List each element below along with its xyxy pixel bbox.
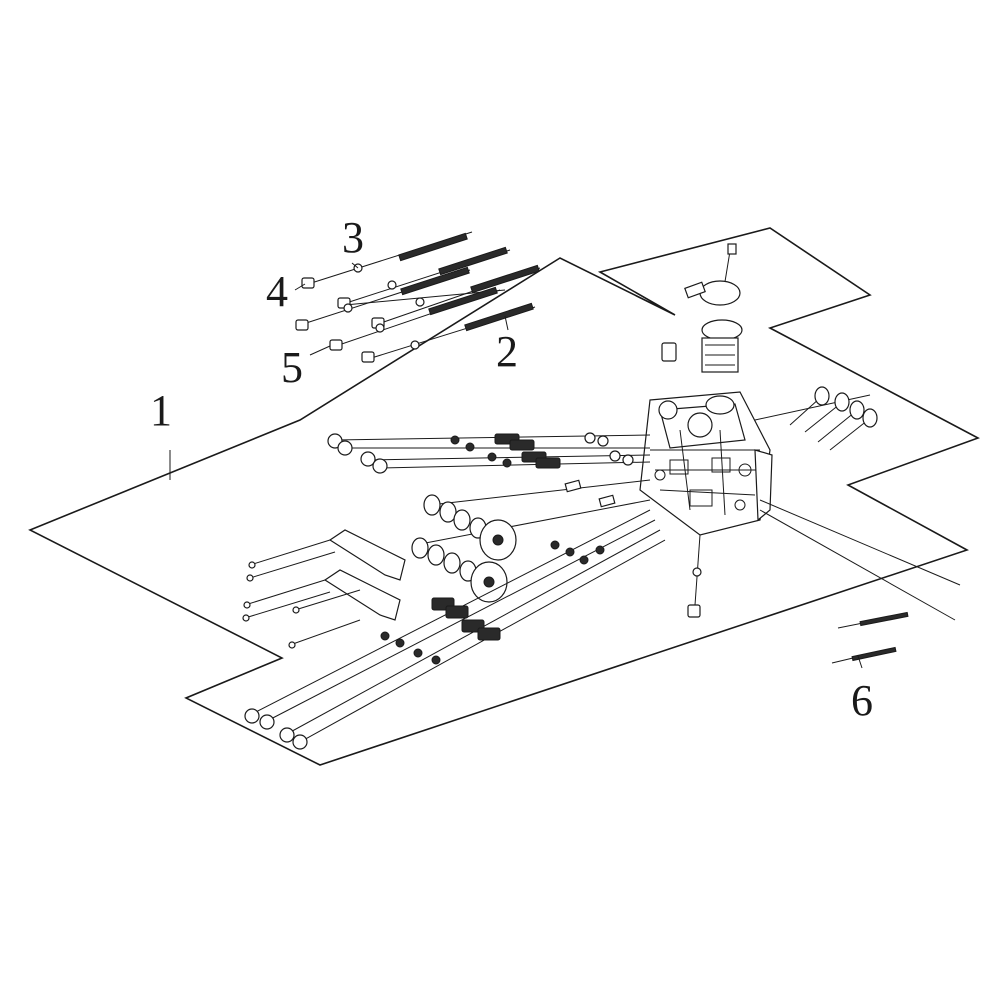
callout-leaders xyxy=(169,262,863,669)
upper-valve-train xyxy=(327,432,651,474)
valves-upper-right xyxy=(754,386,878,451)
camshafts xyxy=(411,479,651,603)
callout-5: 5 xyxy=(281,343,303,392)
lower-bolt xyxy=(687,534,702,618)
head-bolts-group xyxy=(295,231,541,363)
lower-valve-train xyxy=(244,509,666,750)
callout-6: 6 xyxy=(851,676,873,725)
cylinder-head-block xyxy=(639,391,773,536)
callout-4: 4 xyxy=(266,267,288,316)
callout-1: 1 xyxy=(150,386,172,435)
assembly-boundary-frame xyxy=(28,227,980,766)
callout-3: 3 xyxy=(342,213,364,262)
callout-2: 2 xyxy=(496,327,518,376)
thermostat-housing xyxy=(661,243,743,373)
studs-group xyxy=(759,499,961,664)
camshaft-caps xyxy=(242,529,406,649)
